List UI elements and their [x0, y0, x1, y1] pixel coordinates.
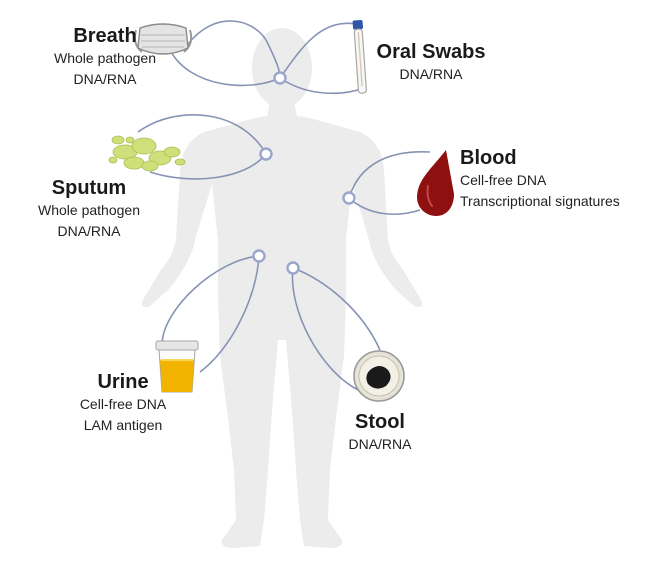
connector-urine-right — [199, 255, 260, 373]
connector-blood-top — [348, 151, 431, 199]
title-stool: Stool — [355, 411, 405, 433]
marker-gut — [286, 261, 300, 275]
sputum-icon — [108, 135, 186, 172]
detail-blood-1: Cell-free DNA — [460, 172, 547, 188]
detail-sputum-2: DNA/RNA — [57, 223, 121, 239]
connector-sputum-lower — [149, 153, 267, 180]
title-sputum: Sputum — [51, 177, 127, 199]
stool-dish-icon — [353, 350, 405, 402]
detail-breath-2: DNA/RNA — [73, 71, 137, 87]
connector-blood-lower — [348, 197, 421, 216]
detail-blood-2: Transcriptional signatures — [460, 193, 620, 209]
connector-urine-left — [161, 255, 260, 346]
detail-oral-swabs-1: DNA/RNA — [399, 66, 463, 82]
swab-tube-icon — [352, 19, 367, 94]
marker-bladder — [252, 249, 266, 263]
label-blood: Blood Cell-free DNA Transcriptional sign… — [440, 146, 656, 212]
connector-sputum-top — [137, 114, 267, 155]
marker-mouth — [273, 71, 287, 85]
detail-sputum-1: Whole pathogen — [38, 202, 140, 218]
blood-drop-icon — [417, 150, 454, 216]
marker-chest — [259, 147, 273, 161]
body-silhouette — [142, 28, 422, 548]
detail-urine-1: Cell-free DNA — [79, 396, 167, 412]
connector-breath-top — [187, 20, 267, 45]
connector-breath-lower — [169, 49, 281, 87]
label-breath: Breath Whole pathogen DNA/RNA — [42, 24, 168, 90]
label-oral-swabs: Oral Swabs DNA/RNA — [368, 40, 494, 85]
label-sputum: Sputum Whole pathogen DNA/RNA — [26, 176, 152, 242]
connector-oral-top — [279, 22, 357, 79]
urine-cup-icon — [155, 340, 199, 393]
marker-arm — [342, 191, 356, 205]
face-mask-icon — [133, 23, 193, 55]
title-blood: Blood — [460, 147, 517, 169]
connector-lines — [137, 20, 431, 391]
site-markers — [252, 71, 356, 275]
label-urine: Urine Cell-free DNA LAM antigen — [60, 370, 186, 436]
detail-breath-1: Whole pathogen — [54, 50, 156, 66]
title-oral-swabs: Oral Swabs — [376, 41, 486, 63]
detail-urine-2: LAM antigen — [83, 417, 163, 433]
connector-stool-right — [292, 267, 381, 351]
connector-stool-left — [291, 267, 359, 391]
detail-stool-1: DNA/RNA — [348, 436, 412, 452]
label-stool: Stool DNA/RNA — [320, 410, 440, 455]
title-breath: Breath — [73, 25, 137, 47]
title-urine: Urine — [97, 371, 149, 393]
